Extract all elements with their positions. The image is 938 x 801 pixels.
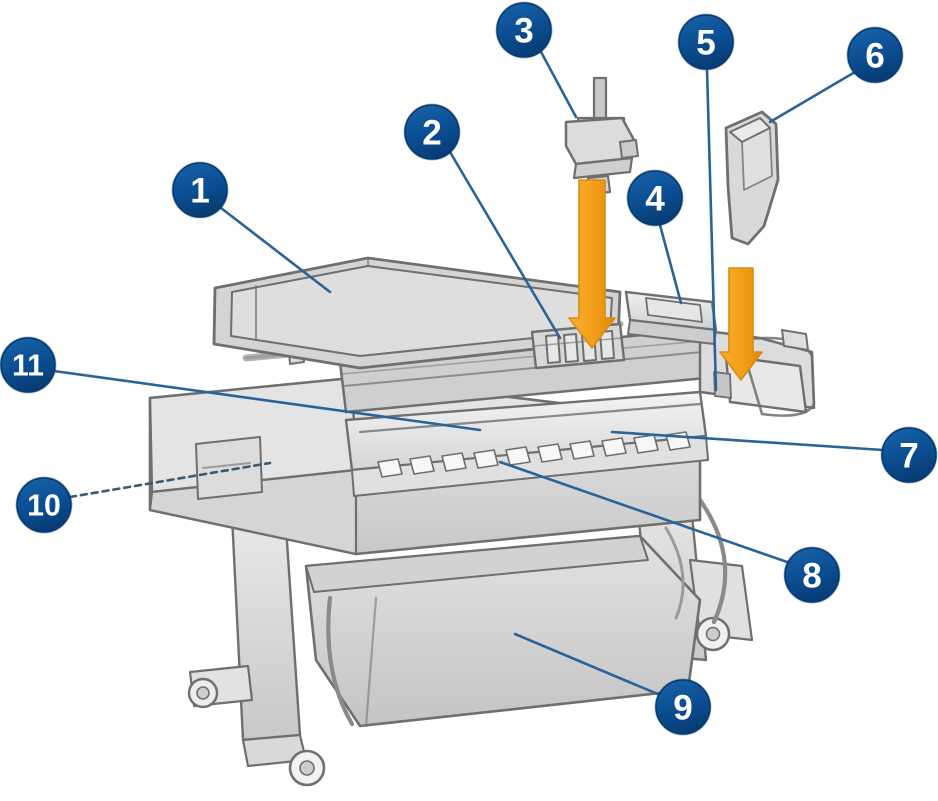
printhead-part [564, 76, 639, 196]
leader-line-cutter [610, 430, 885, 452]
badge-circle-1[interactable] [172, 162, 228, 218]
badge-circle-2[interactable] [404, 104, 460, 160]
badge-circle-11[interactable] [0, 337, 56, 393]
callout-badge-7[interactable]: 7 [880, 426, 938, 484]
callout-badge-10[interactable]: 10 [15, 476, 73, 534]
badge-circle-8[interactable] [784, 547, 840, 603]
callout-badge-9[interactable]: 9 [654, 678, 712, 736]
badge-number-1: 1 [190, 172, 210, 211]
badge-circle-3[interactable] [496, 2, 552, 58]
badge-number-2: 2 [422, 114, 442, 153]
badge-number-11: 11 [12, 350, 44, 383]
cutter-rail [358, 402, 702, 434]
platen-and-cutter-band [344, 390, 709, 497]
callout-badge-11[interactable]: 11 [0, 336, 57, 394]
leader-line-front-panel [658, 223, 683, 305]
printer-body-art [148, 76, 816, 787]
ink-cartridge-part [724, 110, 780, 246]
badge-circle-6[interactable] [847, 27, 903, 83]
leader-line-output-platen [498, 460, 792, 565]
badge-circle-9[interactable] [655, 679, 711, 735]
callout-badge-5[interactable]: 5 [677, 13, 735, 71]
badge-number-6: 6 [865, 37, 885, 76]
callout-badge-1[interactable]: 1 [171, 161, 229, 219]
badge-circle-7[interactable] [881, 427, 937, 483]
leader-line-basket [513, 632, 662, 697]
callout-badges: 1 2 3 4 5 6 7 8 9 10 11 [0, 1, 938, 736]
leader-line-spindle [52, 369, 482, 432]
leader-line-ink-cartridge [768, 70, 857, 124]
printhead-insert-arrow [568, 179, 616, 349]
badge-number-7: 7 [899, 437, 919, 476]
badge-number-3: 3 [514, 12, 534, 51]
leader-line-ink-cartridge-slot [705, 67, 718, 392]
callout-badge-2[interactable]: 2 [403, 103, 461, 161]
callout-badge-8[interactable]: 8 [783, 546, 841, 604]
leader-line-printhead [538, 48, 578, 119]
badge-number-9: 9 [673, 689, 693, 728]
leader-line-window [219, 206, 332, 294]
leader-line-hard-disk-hidden [68, 461, 272, 499]
callout-badge-4[interactable]: 4 [626, 169, 684, 227]
output-basket [304, 497, 728, 728]
badge-number-10: 10 [27, 490, 61, 523]
left-service-door [195, 436, 263, 500]
leader-line-printhead-carriage [448, 150, 562, 340]
callout-badge-6[interactable]: 6 [846, 26, 904, 84]
front-control-panel [624, 290, 718, 345]
callout-leader-lines [52, 48, 885, 697]
badge-number-5: 5 [696, 24, 716, 63]
badge-circle-10[interactable] [16, 477, 72, 533]
badge-circle-4[interactable] [627, 170, 683, 226]
badge-circle-5[interactable] [678, 14, 734, 70]
insertion-arrows [568, 179, 763, 381]
badge-number-8: 8 [802, 557, 822, 596]
ink-cartridge-bay [698, 328, 816, 417]
callout-badge-3[interactable]: 3 [495, 1, 553, 59]
ink-cartridge-insert-arrow [719, 267, 763, 381]
badge-number-4: 4 [645, 180, 665, 219]
pinch-wheel-row [377, 431, 691, 478]
